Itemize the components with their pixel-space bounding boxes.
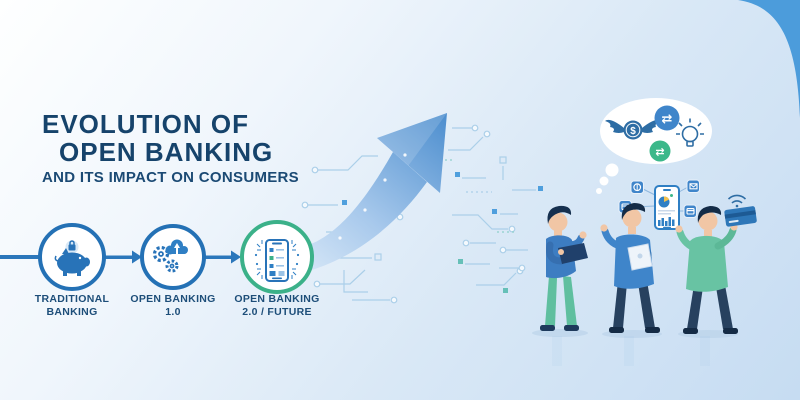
timeline-arrow-2 (231, 250, 241, 264)
timeline (0, 220, 314, 294)
card-app-icon (683, 204, 697, 218)
analytics-phone-group (618, 179, 700, 230)
person-with-contactless-card (675, 194, 757, 334)
svg-text:⇄: ⇄ (655, 146, 664, 159)
timeline-base-line (0, 255, 42, 259)
timeline-label-open-banking-2: OPEN BANKING 2.0 / FUTURE (212, 293, 342, 319)
contactless-waves-icon (727, 194, 747, 208)
page-title-line1: EVOLUTION OF (42, 109, 249, 139)
piggy-bank-lock-icon (54, 240, 90, 276)
svg-text:$: $ (630, 126, 636, 137)
page-title-line2: OPEN BANKING (59, 137, 274, 167)
label-line1: OPEN BANKING (234, 293, 320, 305)
label-line2: 2.0 / FUTURE (242, 306, 312, 318)
label-line1: OPEN BANKING (130, 293, 216, 305)
growth-arrow (302, 113, 447, 271)
label-line2: BANKING (46, 306, 98, 318)
hair (547, 205, 572, 224)
corner-accent-shape (738, 0, 800, 118)
timeline-arrow-1 (132, 250, 142, 264)
timeline-node-open-banking-1 (140, 224, 206, 290)
hair (621, 203, 646, 220)
timeline-node-traditional-banking (38, 223, 106, 291)
currency-exchange-icon: ⇄ (654, 105, 680, 131)
timeline-label-open-banking-1: OPEN BANKING 1.0 (108, 293, 238, 319)
person-with-document (600, 203, 660, 333)
circuit-pattern (301, 124, 543, 304)
dollar-app-icon (630, 180, 644, 194)
label-line1: TRADITIONAL (34, 293, 110, 305)
timeline-node-open-banking-2 (240, 220, 314, 294)
mail-app-icon (686, 179, 700, 193)
analytics-phone-icon (654, 185, 680, 230)
label-line2: 1.0 (165, 306, 181, 318)
smartphone-checklist-icon (254, 239, 300, 282)
hair (697, 206, 722, 223)
thought-bubble: $ ⇄ ⇄ (596, 98, 712, 194)
person-with-tablet (540, 205, 588, 331)
contactless-card-icon (724, 206, 757, 227)
page-subtitle: AND ITS IMPACT ON CONSUMERS (42, 169, 299, 186)
green-transfer-icon: ⇄ (649, 140, 671, 162)
gears-cloud-icon (152, 239, 188, 273)
people-group (532, 194, 757, 366)
svg-text:⇄: ⇄ (662, 112, 673, 127)
tablet (558, 243, 588, 264)
title-block: EVOLUTION OF OPEN BANKING AND ITS IMPACT… (42, 110, 299, 186)
lightbulb-icon (676, 118, 704, 147)
timeline-label-traditional-banking: TRADITIONAL BANKING (7, 293, 137, 319)
